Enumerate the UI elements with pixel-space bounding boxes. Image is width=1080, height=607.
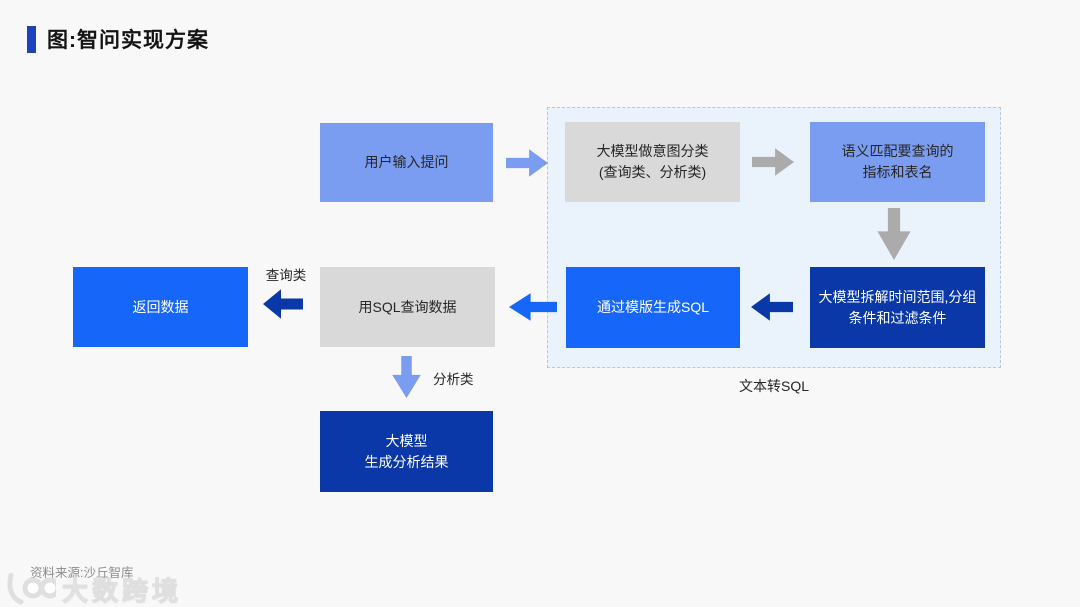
watermark-text: 大数跨境 xyxy=(61,576,183,607)
node-intent-classify: 大模型做意图分类 (查询类、分析类) xyxy=(565,122,740,202)
node-template-sql: 通过模版生成SQL xyxy=(566,267,740,348)
arrow-left-icon xyxy=(263,289,303,319)
node-template-sql-label: 通过模版生成SQL xyxy=(596,299,709,315)
group-label-text-to-sql: 文本转SQL xyxy=(738,378,809,394)
node-intent-classify-line1: 大模型做意图分类 xyxy=(596,143,709,159)
watermark: 大数跨境 xyxy=(4,571,182,607)
node-user-input-label: 用户输入提问 xyxy=(364,154,449,170)
node-return-data: 返回数据 xyxy=(73,267,248,347)
node-decompose-line2: 条件和过滤条件 xyxy=(848,309,947,326)
node-user-input: 用户输入提问 xyxy=(320,123,493,202)
node-semantic-match-line2: 指标和表名 xyxy=(862,164,933,180)
page-header: 图:智问实现方案 xyxy=(27,24,209,54)
edge-label-analysis-type: 分析类 xyxy=(433,372,474,387)
watermark-logo-icon xyxy=(7,572,56,604)
node-analysis-result: 大模型 生成分析结果 xyxy=(320,411,493,492)
node-intent-classify-line2: (查询类、分析类) xyxy=(598,164,707,180)
arrow-right-icon xyxy=(506,149,548,177)
node-decompose: 大模型拆解时间范围,分组 条件和过滤条件 xyxy=(810,267,985,348)
title-accent-bar xyxy=(27,25,36,53)
edge-label-query-type: 查询类 xyxy=(265,268,307,283)
node-semantic-match-line1: 语义匹配要查询的 xyxy=(841,143,954,159)
page-title: 图:智问实现方案 xyxy=(47,29,209,52)
node-analysis-result-line2: 生成分析结果 xyxy=(364,453,449,470)
node-sql-query: 用SQL查询数据 xyxy=(320,267,495,347)
node-decompose-line1: 大模型拆解时间范围,分组 xyxy=(818,288,977,305)
node-analysis-result-line1: 大模型 xyxy=(385,432,428,449)
node-sql-query-label: 用SQL查询数据 xyxy=(358,298,457,315)
source-note: 资料来源:沙丘智库 xyxy=(30,566,134,580)
node-return-data-label: 返回数据 xyxy=(132,298,189,315)
node-semantic-match: 语义匹配要查询的 指标和表名 xyxy=(810,122,985,202)
arrow-down-icon xyxy=(392,356,421,398)
